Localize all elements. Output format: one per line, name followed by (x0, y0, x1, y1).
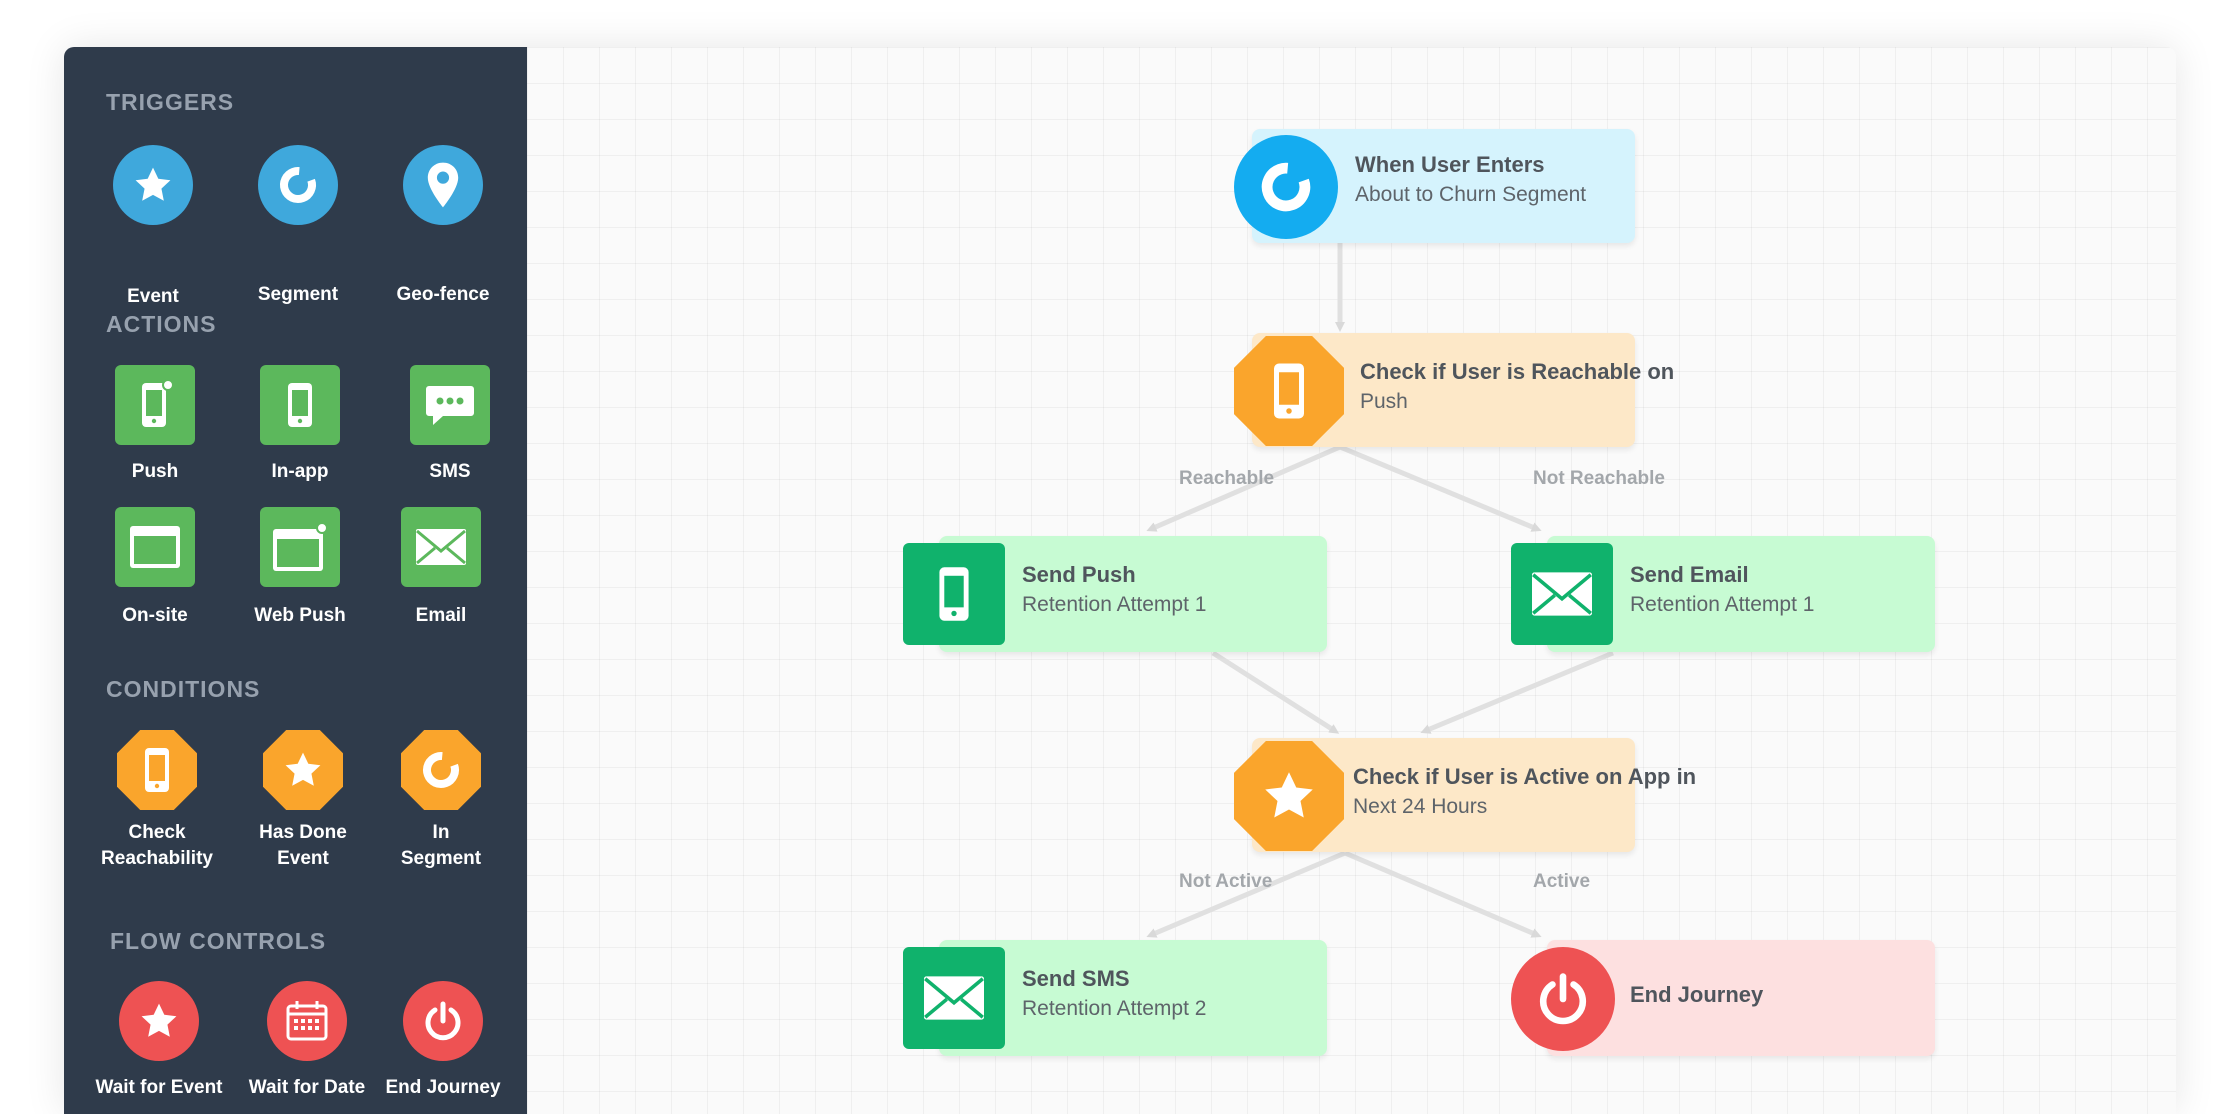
tool-label-line1: In (432, 822, 450, 843)
node-end-journey[interactable]: End Journey (1511, 940, 1935, 1056)
edge-label-active: Active (1533, 871, 1591, 892)
edge-label-not-active: Not Active (1179, 871, 1273, 892)
tool-label: Wait for Event (95, 1077, 223, 1098)
node-subtitle: About to Churn Segment (1355, 183, 1587, 206)
edge-label-not-reachable: Not Reachable (1533, 468, 1665, 489)
tool-label: SMS (429, 461, 471, 482)
tool-label: In-app (271, 461, 329, 482)
node-title: Check if User is Active on App in (1353, 764, 1697, 789)
star-icon (1234, 741, 1344, 851)
node-title: When User Enters (1355, 152, 1545, 177)
node-subtitle: Next 24 Hours (1353, 795, 1488, 818)
tool-label: Segment (257, 284, 339, 305)
journey-builder-window: TRIGGERS Event Segment Geo-fence ACTIONS (64, 47, 2176, 1114)
node-send-email[interactable]: Send Email Retention Attempt 1 (1511, 536, 1935, 652)
node-subtitle: Push (1360, 390, 1408, 413)
connector-not-active (1146, 850, 1346, 938)
tool-label: Geo-fence (396, 284, 490, 305)
chat-bubble-icon (410, 365, 490, 445)
star-icon (119, 981, 199, 1061)
node-subtitle: Retention Attempt 1 (1022, 593, 1207, 616)
mobile-icon (1234, 336, 1344, 446)
connector-push-to-active-check (1211, 650, 1340, 734)
mobile-notification-icon (115, 365, 195, 445)
section-title-triggers: TRIGGERS (106, 89, 235, 115)
map-pin-icon (403, 145, 483, 225)
star-icon (263, 730, 343, 810)
connector-reachable (1146, 444, 1341, 532)
section-title-actions: ACTIONS (106, 311, 217, 337)
tool-label-line1: Has Done (259, 822, 347, 843)
mobile-icon (117, 730, 197, 810)
node-subtitle: Retention Attempt 2 (1022, 997, 1207, 1020)
tool-label-line2: Reachability (101, 848, 213, 869)
calendar-icon (267, 981, 347, 1061)
node-trigger-segment-entry[interactable]: When User Enters About to Churn Segment (1234, 129, 1635, 243)
node-title: End Journey (1630, 982, 1764, 1007)
node-send-sms[interactable]: Send SMS Retention Attempt 2 (903, 940, 1327, 1056)
envelope-icon (401, 507, 481, 587)
segment-ring-icon (1234, 135, 1338, 239)
flow-connectors (1146, 242, 1614, 938)
node-check-active[interactable]: Check if User is Active on App in Next 2… (1234, 738, 1696, 852)
connector-not-reachable (1339, 444, 1542, 532)
tool-label: Web Push (254, 605, 346, 626)
tool-label-line2: Event (277, 848, 329, 869)
tool-label-line1: Check (128, 822, 186, 843)
tool-label: End Journey (385, 1077, 501, 1098)
node-title: Send Push (1022, 562, 1136, 587)
tool-label: Event (127, 286, 179, 307)
node-subtitle: Retention Attempt 1 (1630, 593, 1815, 616)
node-title: Send Email (1630, 562, 1749, 587)
section-title-flow-controls: FLOW CONTROLS (110, 928, 327, 954)
power-icon (403, 981, 483, 1061)
segment-ring-icon (401, 730, 481, 810)
mobile-icon (260, 365, 340, 445)
section-title-conditions: CONDITIONS (106, 676, 261, 702)
node-send-push[interactable]: Send Push Retention Attempt 1 (903, 536, 1327, 652)
journey-canvas[interactable]: Reachable Not Reachable Not Active Activ… (527, 47, 2176, 1114)
star-icon (113, 145, 193, 225)
envelope-icon (903, 947, 1005, 1049)
envelope-icon (1511, 543, 1613, 645)
connector-active (1344, 850, 1542, 938)
connector-email-to-active-check (1420, 650, 1614, 734)
tool-label: On-site (122, 605, 188, 626)
mobile-icon (903, 543, 1005, 645)
node-check-reachable[interactable]: Check if User is Reachable on Push (1234, 333, 1674, 447)
edge-label-reachable: Reachable (1179, 468, 1275, 489)
node-title: Check if User is Reachable on (1360, 359, 1675, 384)
tool-label: Push (131, 461, 179, 482)
tool-label: Email (415, 605, 467, 626)
node-title: Send SMS (1022, 966, 1130, 991)
power-icon (1511, 947, 1615, 1051)
segment-ring-icon (258, 145, 338, 225)
tool-label-line2: Segment (400, 848, 482, 869)
browser-notification-icon (260, 507, 340, 587)
tool-label: Wait for Date (248, 1077, 366, 1098)
sidebar-palette: TRIGGERS Event Segment Geo-fence ACTIONS (64, 47, 527, 1114)
browser-window-icon (115, 507, 195, 587)
